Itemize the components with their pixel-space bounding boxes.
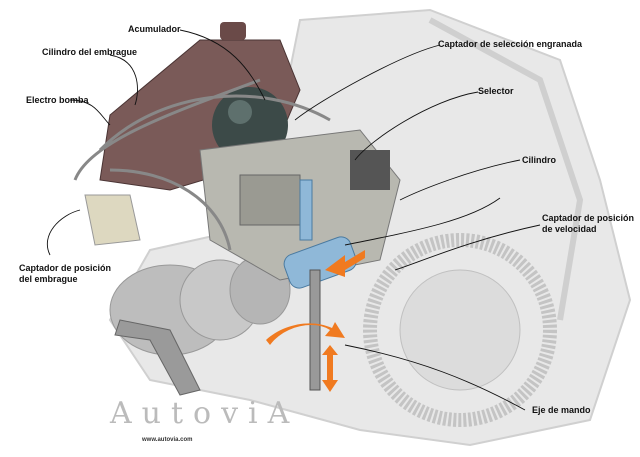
control-shaft — [309, 269, 321, 391]
label-captador-posicion-embrague: Captador de posición del embrague — [19, 263, 111, 285]
label-line-1: Captador de posición — [542, 213, 635, 223]
accumulator-highlight — [228, 100, 252, 124]
leader-lines — [46, 29, 541, 411]
tank-cap — [220, 22, 246, 40]
selector-sensor — [350, 150, 390, 190]
select-cylinder — [299, 179, 313, 241]
label-line-2: de velocidad — [542, 224, 597, 234]
label-captador-seleccion: Captador de selección engranada — [438, 39, 583, 49]
label-line-1: Captador de posición — [19, 263, 112, 273]
gear-large-hub — [399, 269, 521, 391]
label-acumulador: Acumulador — [128, 24, 181, 34]
valve-block-face — [239, 174, 301, 226]
label-selector: Selector — [478, 86, 514, 96]
label-eje-mando: Eje de mando — [532, 405, 591, 415]
shift-cylinder — [283, 236, 357, 289]
gear-large — [363, 233, 557, 427]
label-electro-bomba: Electro bomba — [26, 95, 89, 105]
label-line-2: del embrague — [19, 274, 78, 284]
label-cilindro: Cilindro — [522, 155, 556, 165]
hydraulic-pipes — [73, 78, 331, 251]
housing-rib — [428, 17, 584, 321]
label-captador-posicion-velocidad: Captador de posición de velocidad — [542, 213, 634, 235]
label-cilindro-embrague: Cilindro del embrague — [42, 47, 138, 57]
clutch-cylinder-body — [84, 194, 141, 246]
clutch-fork — [114, 319, 201, 396]
motion-arrows — [266, 250, 365, 392]
watermark-logo: AutoviA — [110, 396, 300, 431]
watermark-url: www.autovia.com — [142, 437, 193, 443]
